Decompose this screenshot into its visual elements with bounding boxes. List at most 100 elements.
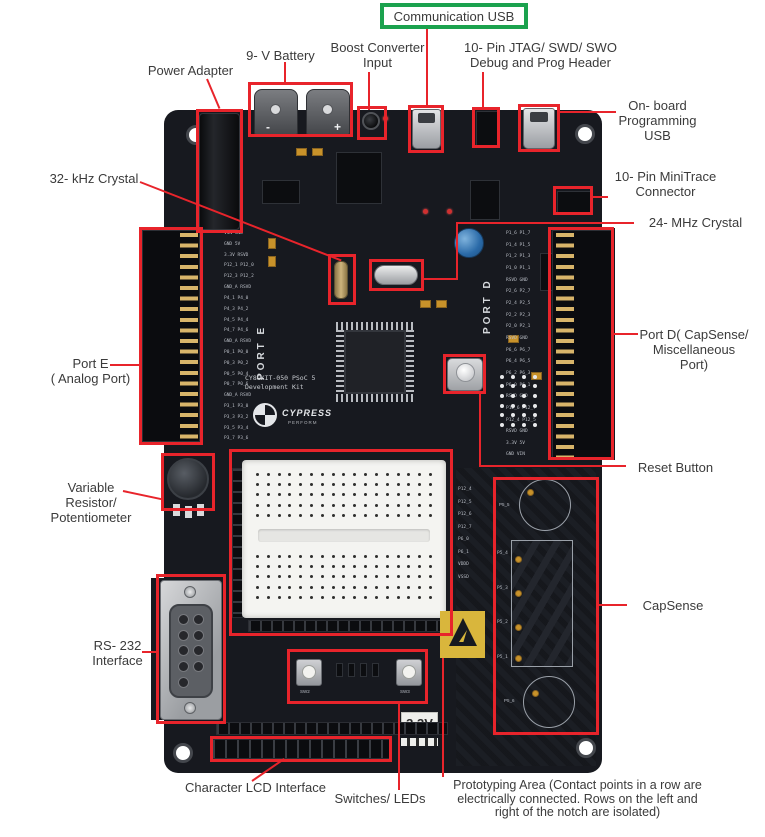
rs232-screw bbox=[184, 586, 196, 598]
capacitor bbox=[296, 148, 307, 156]
crystal-32khz-label: 32- kHz Crystal bbox=[49, 171, 139, 186]
status-led bbox=[447, 209, 452, 214]
small-ic bbox=[470, 180, 500, 220]
status-led bbox=[423, 209, 428, 214]
capsense-line bbox=[598, 604, 627, 606]
switch-sw2 bbox=[296, 659, 322, 686]
24mhz-crystal bbox=[374, 265, 418, 285]
switch-sw3-cap bbox=[402, 665, 416, 679]
inductor bbox=[336, 152, 382, 204]
battery-screw bbox=[322, 104, 333, 115]
mounting-hole bbox=[173, 743, 193, 763]
communication-usb-line bbox=[426, 28, 428, 108]
power-adapter-jack bbox=[199, 113, 240, 230]
led-component bbox=[336, 663, 343, 677]
reset-button-cap bbox=[456, 363, 475, 382]
rs232-screw bbox=[184, 702, 196, 714]
testpoint-grid bbox=[496, 372, 540, 430]
jtag-line bbox=[482, 72, 484, 110]
potentiometer-box bbox=[161, 453, 215, 511]
capsense-dot bbox=[515, 624, 522, 631]
reset-button-label: Reset Button bbox=[637, 460, 714, 475]
capsense-dot bbox=[515, 655, 522, 662]
boost-line bbox=[368, 72, 370, 110]
cypress-brand-text: CYPRESS bbox=[282, 408, 333, 418]
battery-screw bbox=[270, 104, 281, 115]
prototyping-line bbox=[442, 658, 444, 777]
power-adapter-box bbox=[196, 109, 243, 233]
rs232-line bbox=[142, 651, 157, 653]
capacitor bbox=[508, 335, 519, 343]
prototyping-label: Prototyping Area (Contact points in a ro… bbox=[453, 778, 702, 819]
cypress-perform-text: PERFORM bbox=[288, 420, 318, 425]
port-d-line bbox=[613, 333, 638, 335]
port-d-pins bbox=[556, 233, 574, 457]
crystal24-line-a bbox=[424, 278, 458, 280]
power-adapter-line bbox=[206, 78, 221, 109]
sw2-label: SW2 bbox=[300, 689, 310, 694]
battery-box bbox=[248, 82, 353, 137]
breadboard-dots-top bbox=[252, 469, 436, 521]
communication-usb-slot bbox=[418, 113, 435, 123]
minitrace-box bbox=[553, 186, 593, 215]
capsense-dot bbox=[527, 489, 534, 496]
capacitor bbox=[436, 300, 447, 308]
communication-usb-box bbox=[408, 105, 444, 153]
communication-usb-title-box: Communication USB bbox=[380, 3, 528, 29]
reset-button-box bbox=[443, 354, 486, 394]
psoc5-chip-body bbox=[344, 330, 406, 394]
port-d-box bbox=[548, 227, 614, 460]
blue-capacitor bbox=[454, 228, 484, 258]
capacitor bbox=[312, 148, 323, 156]
led-component bbox=[348, 663, 355, 677]
breadboard-dots-bottom bbox=[252, 551, 436, 603]
potentiometer-label: Variable Resistor/ Potentiometer bbox=[50, 480, 132, 525]
battery-line bbox=[284, 62, 286, 84]
prototyping-box bbox=[229, 449, 453, 636]
led-component bbox=[360, 663, 367, 677]
lcd-contrast-strip bbox=[401, 738, 438, 746]
kit-name-line1: CY8CKIT-050 PSoC 5 bbox=[245, 374, 316, 382]
mounting-hole bbox=[576, 738, 596, 758]
port-e-pins bbox=[180, 233, 198, 441]
capsense-box bbox=[493, 477, 599, 735]
battery-label: 9- V Battery bbox=[246, 48, 315, 63]
kit-name-line2: Development Kit bbox=[245, 383, 304, 391]
capsense-dot bbox=[532, 690, 539, 697]
capacitor bbox=[268, 256, 276, 267]
capacitor bbox=[420, 300, 431, 308]
lcd-header-box bbox=[210, 736, 392, 762]
communication-usb-label: Communication USB bbox=[393, 8, 515, 24]
reset-line-v bbox=[479, 393, 481, 467]
cypress-logo-icon bbox=[253, 403, 277, 427]
rs232-dsub-shell bbox=[169, 604, 213, 698]
boost-input-connector bbox=[362, 112, 380, 130]
pre-lcd-header bbox=[216, 722, 448, 735]
capacitor bbox=[531, 372, 542, 380]
rs232-db9-holes bbox=[176, 612, 206, 690]
port-d-label: Port D( CapSense/ Miscellaneous Port) bbox=[639, 327, 749, 372]
regulator-ic bbox=[262, 180, 300, 204]
capsense-label: CapSense bbox=[642, 598, 704, 613]
programming-usb-slot bbox=[530, 112, 548, 122]
switch-sw3 bbox=[396, 659, 422, 686]
switches-box bbox=[287, 649, 428, 704]
power-adapter-label: Power Adapter bbox=[147, 63, 234, 78]
port-d-silkscreen: PORT D bbox=[482, 278, 493, 334]
capsense-top-label: P5_5 bbox=[499, 502, 510, 507]
battery-minus-label: - bbox=[266, 120, 270, 134]
switches-label: Switches/ LEDs bbox=[334, 791, 426, 806]
pot-leg bbox=[185, 506, 192, 518]
switch-sw2-cap bbox=[302, 665, 316, 679]
32khz-crystal bbox=[334, 261, 348, 299]
boost-input-box bbox=[357, 106, 387, 140]
capacitor bbox=[268, 238, 276, 249]
esd-arrow-icon bbox=[459, 630, 467, 642]
mounting-hole bbox=[575, 124, 595, 144]
rs232-label: RS- 232 Interface bbox=[92, 638, 143, 668]
crystal24-line-b bbox=[456, 222, 458, 280]
